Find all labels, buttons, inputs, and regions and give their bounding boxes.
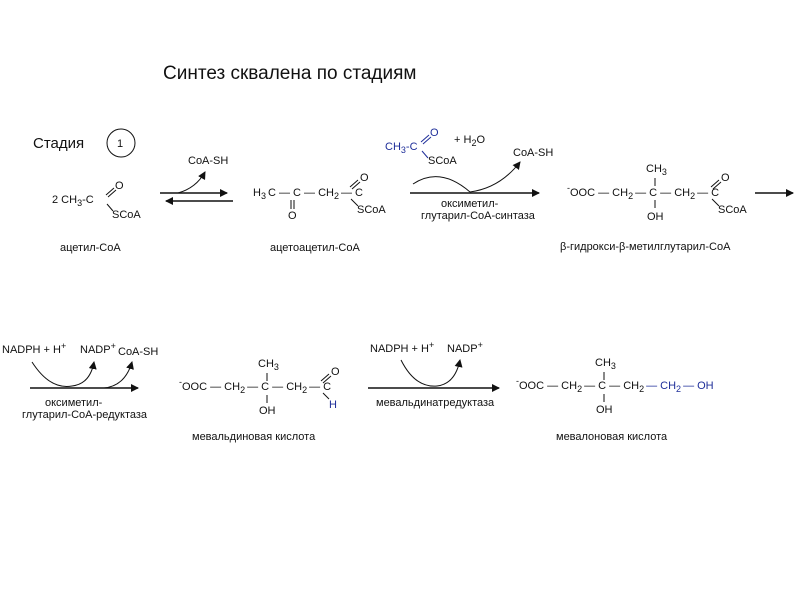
acetyl-double-bond-b	[107, 189, 117, 198]
acetyl-sub3: 3	[77, 198, 82, 208]
compound-hmg-coa: CH3 -OOC — CH2— C — CH2— C OH O SCoA β-г…	[560, 163, 747, 253]
coa-sh-label-1: CoA-SH	[188, 155, 228, 167]
acetoacetyl-o-top: O	[360, 172, 369, 184]
svg-text:NADPH + H+: NADPH + H+	[370, 340, 434, 355]
page-title: Синтез сквалена по стадиям	[163, 63, 416, 84]
reaction-arrow-3: NADPH + H+ NADP+ CoA-SH оксиметил- глута…	[2, 341, 158, 421]
svg-text:CH3: CH3	[646, 163, 667, 177]
svg-text:O: O	[430, 127, 439, 139]
compound-acetyl-coa: 2 CH3-C O SCoA ацетил-CoA	[52, 180, 141, 254]
coa-sh-label-2: CoA-SH	[513, 147, 553, 159]
stage-number-circle	[106, 128, 136, 158]
svg-text:-OOC — CH2— C — CH2— C: -OOC — CH2— C — CH2— C	[179, 377, 331, 395]
reductase-label-2: глутарил-CoA-редуктаза	[22, 409, 148, 421]
svg-text:NADP+: NADP+	[447, 340, 483, 355]
reaction-arrow-1: CoA-SH	[160, 155, 233, 205]
reaction-arrow-2: CH3-C O SCoA + H2O CoA-SH оксиметил- глу…	[385, 127, 553, 222]
svg-text:O: O	[331, 366, 340, 378]
synthase-label-2: глутарил-CoA-синтаза	[421, 210, 536, 222]
reaction-arrow-4: NADPH + H+ NADP+ мевальдинатредуктаза	[368, 340, 500, 409]
compound-mevaldic-acid: CH3 -OOC — CH2— C — CH2— C OH O H меваль…	[179, 358, 340, 443]
acetyl-scoa: SCoA	[112, 209, 141, 221]
svg-text:O: O	[721, 172, 730, 184]
acetyl-single-bond	[106, 203, 114, 212]
mevalonic-acid-name: мевалоновая кислота	[556, 431, 668, 443]
acetyl-coeff: 2 CH	[52, 194, 77, 206]
svg-text:CH3: CH3	[258, 358, 279, 372]
acetyl-double-bond-a	[105, 187, 115, 196]
svg-text:CH3-C: CH3-C	[385, 141, 418, 155]
svg-text:NADP+: NADP+	[80, 341, 116, 356]
stage-number: 1	[117, 138, 123, 150]
svg-text:2 CH3-C: 2 CH3-C	[52, 194, 94, 208]
acetyl-c: -C	[82, 194, 94, 206]
compound-mevalonic-acid: CH3 -OOC — CH2— C — CH2— CH2— OH OH мева…	[516, 357, 714, 443]
svg-text:-OOC — CH2— C — CH2— C: -OOC — CH2— C — CH2— C	[567, 183, 719, 201]
acetoacetyl-scoa: SCoA	[357, 204, 386, 216]
svg-text:-OOC — CH2— C — CH2— CH2— OH: -OOC — CH2— C — CH2— CH2— OH	[516, 376, 714, 394]
svg-text:CH3: CH3	[595, 357, 616, 371]
reductase-label-1: оксиметил-	[45, 397, 103, 409]
svg-text:H: H	[329, 399, 337, 411]
svg-text:+ H2O: + H2O	[454, 134, 485, 148]
svg-text:OH: OH	[596, 404, 613, 416]
coa-sh-label-3: CoA-SH	[118, 346, 158, 358]
svg-text:SCoA: SCoA	[428, 155, 457, 167]
svg-text:SCoA: SCoA	[718, 204, 747, 216]
svg-text:OH: OH	[647, 211, 664, 223]
svg-text:NADPH + H+: NADPH + H+	[2, 341, 66, 356]
synthase-label-1: оксиметил-	[441, 198, 499, 210]
acetyl-coa-name: ацетил-CoA	[60, 242, 121, 254]
stage-label: Стадия	[33, 135, 84, 152]
mevaldic-acid-name: мевальдиновая кислота	[192, 431, 316, 443]
acetoacetyl-coa-name: ацетоацетил-CoA	[270, 242, 360, 254]
mevaldate-reductase-label: мевальдинатредуктаза	[376, 397, 495, 409]
hmg-coa-name: β-гидрокси-β-метилглутарил-CoA	[560, 241, 731, 253]
acetoacetyl-o-bottom: O	[288, 210, 297, 222]
svg-text:OH: OH	[259, 405, 276, 417]
acetyl-o: O	[115, 180, 124, 192]
svg-text:H3C — C — CH2— C: H3C — C — CH2— C	[253, 187, 363, 201]
